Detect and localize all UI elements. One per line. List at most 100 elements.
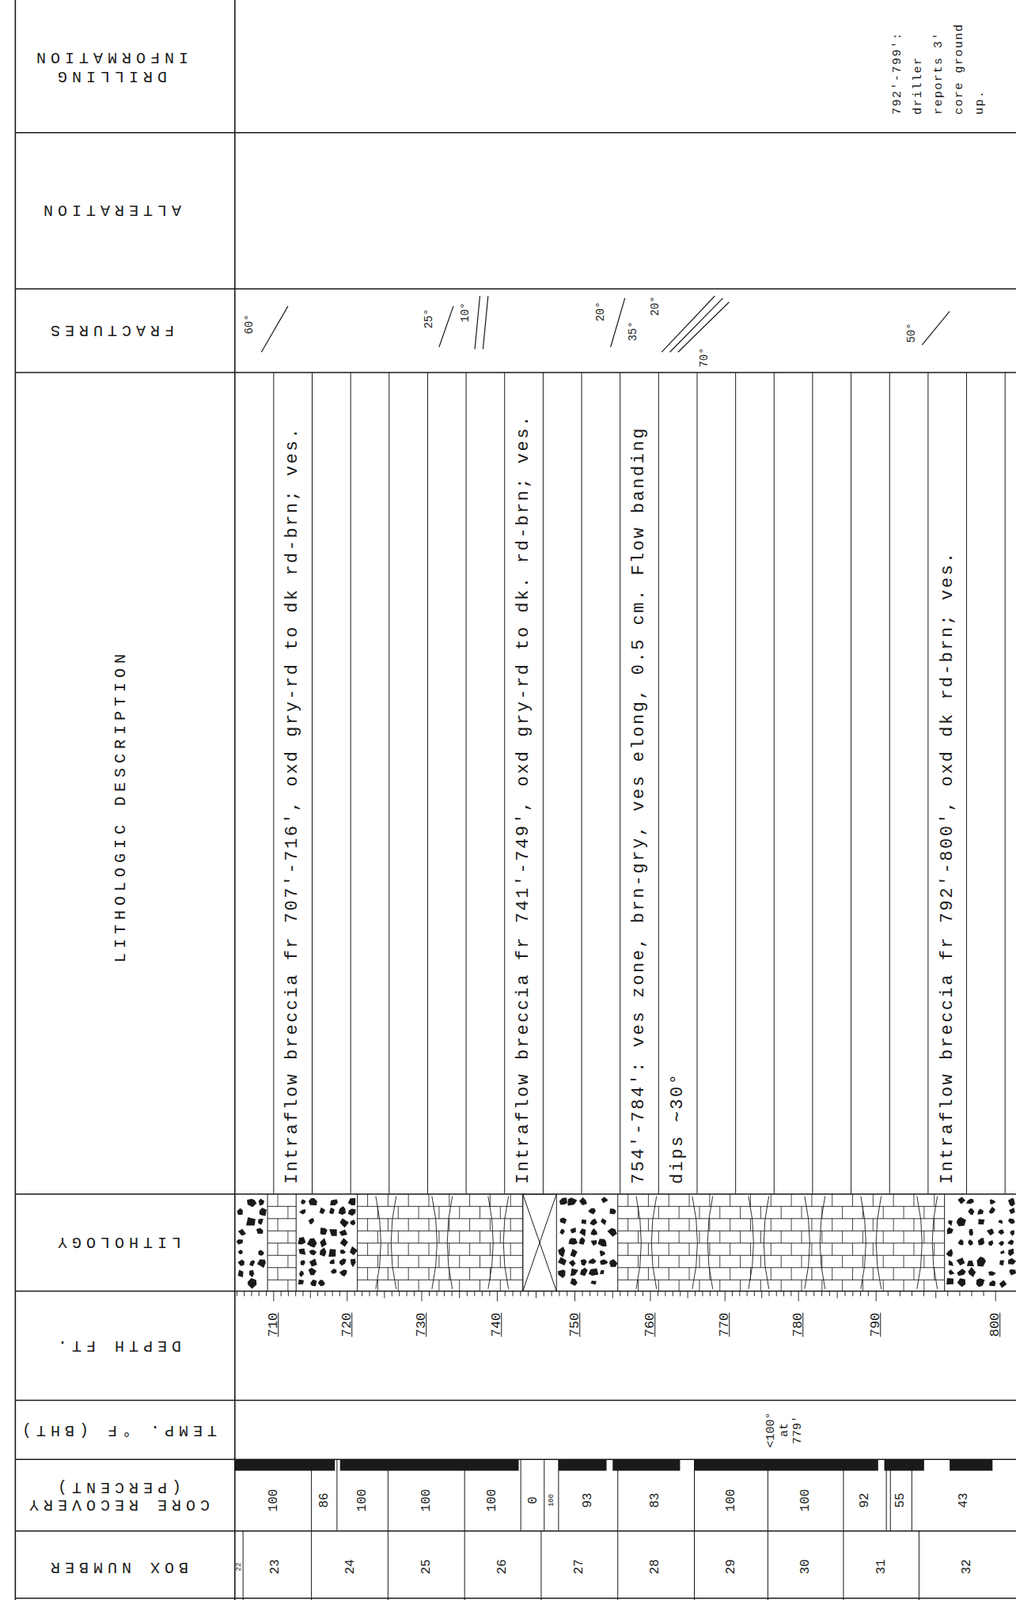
lithology-boundary <box>267 1194 269 1293</box>
flow-pattern-line <box>801 1231 803 1244</box>
breccia-clast <box>559 1229 565 1236</box>
flow-pattern-line <box>791 1219 793 1232</box>
column-header: TEMP. °F (BHT) <box>17 1421 217 1440</box>
depth-tick <box>829 1291 831 1297</box>
breccia-clast <box>976 1278 986 1288</box>
fracture-symbol <box>678 302 730 353</box>
temperature-note: <100° at 779' <box>764 1410 805 1452</box>
flow-pattern-line <box>277 1194 279 1207</box>
breccia-clast <box>1008 1248 1014 1257</box>
flow-pattern-line <box>841 1280 843 1292</box>
breccia-clast <box>600 1218 607 1226</box>
depth-tick <box>458 1291 460 1299</box>
breccia-clast <box>609 1259 618 1268</box>
depth-label: 720 <box>339 1313 356 1339</box>
flow-pattern-line <box>367 1194 368 1207</box>
flow-pattern-line <box>469 1219 471 1232</box>
depth-tick <box>650 1291 652 1302</box>
breccia-clast <box>967 1267 976 1278</box>
description-grid-line <box>581 372 583 1195</box>
depth-tick <box>406 1291 408 1297</box>
flow-pattern-line <box>780 1231 782 1244</box>
breccia-clast <box>350 1258 357 1268</box>
depth-tick <box>672 1291 674 1297</box>
flow-pattern-line <box>903 1280 905 1292</box>
flow-pattern-line <box>277 1243 279 1256</box>
depth-tick <box>512 1291 514 1297</box>
flow-pattern-line <box>398 1255 399 1268</box>
flow-pattern-line <box>791 1194 793 1207</box>
breccia-clast <box>570 1269 579 1278</box>
flow-pattern-line <box>739 1280 741 1292</box>
depth-tick <box>535 1291 537 1299</box>
breccia-clast <box>320 1228 328 1236</box>
flow-pattern-line <box>913 1268 914 1281</box>
breccia-clast <box>297 1237 306 1245</box>
flow-pattern-line <box>893 1268 895 1281</box>
breccia-clast <box>257 1250 264 1257</box>
box-number: 31 <box>873 1559 888 1575</box>
flow-pattern-line <box>267 1243 296 1244</box>
flow-pattern-line <box>277 1268 279 1281</box>
flow-pattern-line <box>357 1280 524 1282</box>
flow-pattern-line <box>398 1280 399 1292</box>
flow-pattern-line <box>357 1267 524 1269</box>
breccia-clast <box>337 1206 346 1216</box>
flow-pattern-line <box>780 1255 782 1268</box>
recovery-cell-divider <box>310 1459 312 1532</box>
flow-pattern-line <box>791 1243 793 1256</box>
flow-pattern-line <box>510 1268 512 1281</box>
depth-tick <box>776 1291 778 1297</box>
fracture-symbol <box>261 306 289 353</box>
breccia-clast <box>590 1281 596 1286</box>
breccia-clast <box>257 1259 266 1269</box>
lithology-note: Intraflow breccia fr 792'-800', oxd dk r… <box>937 550 958 1185</box>
flow-pattern-line <box>831 1219 833 1232</box>
depth-tick <box>391 1291 393 1297</box>
depth-tick <box>473 1291 475 1297</box>
flow-pattern-line <box>923 1280 925 1292</box>
recovery-percent: 100 <box>266 1489 281 1513</box>
recovery-cell-divider <box>767 1459 769 1532</box>
breccia-clast <box>977 1209 984 1215</box>
depth-tick <box>844 1291 846 1297</box>
breccia-clast <box>597 1239 607 1248</box>
flow-pattern-line <box>841 1231 843 1244</box>
depth-tick <box>716 1291 718 1297</box>
depth-tick <box>899 1291 901 1297</box>
depth-tick <box>527 1291 529 1297</box>
depth-tick <box>496 1291 498 1302</box>
depth-label: 800 <box>987 1313 1004 1339</box>
depth-tick <box>911 1291 913 1297</box>
depth-label: 710 <box>265 1313 282 1339</box>
depth-tick <box>332 1291 334 1297</box>
breccia-clast <box>329 1229 338 1237</box>
breccia-clast <box>328 1249 336 1258</box>
flow-pattern-line <box>668 1194 670 1207</box>
depth-tick <box>519 1291 521 1297</box>
flow-pattern-line <box>903 1255 905 1268</box>
depth-tick <box>664 1291 666 1297</box>
flow-pattern-line <box>438 1280 440 1292</box>
flow-pattern-line <box>678 1255 680 1268</box>
flow-pattern-line <box>933 1243 935 1256</box>
breccia-clast <box>946 1278 954 1286</box>
flow-pattern-line <box>883 1206 884 1219</box>
breccia-clast <box>329 1208 335 1215</box>
recovery-percent: 43 <box>956 1493 971 1509</box>
breccia-clast <box>329 1259 334 1265</box>
breccia-clast <box>957 1197 966 1205</box>
breccia-clast <box>989 1281 996 1287</box>
depth-tick <box>310 1291 311 1299</box>
recovery-cell-divider <box>543 1459 545 1532</box>
flow-pattern-line <box>658 1206 660 1219</box>
flow-pattern-line <box>801 1255 803 1268</box>
flow-pattern-line <box>387 1194 389 1207</box>
breccia-clast <box>300 1260 306 1266</box>
flow-lens <box>636 1196 657 1289</box>
flow-pattern-line <box>448 1219 450 1232</box>
depth-tick <box>694 1291 696 1297</box>
flow-pattern-line <box>408 1243 410 1256</box>
depth-tick <box>790 1291 792 1297</box>
